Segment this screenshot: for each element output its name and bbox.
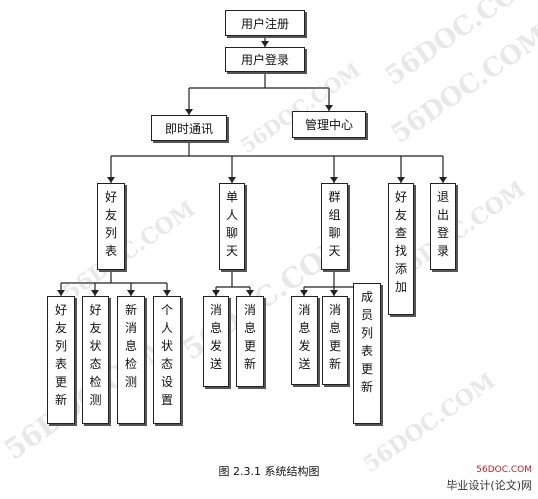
node-friend-search: 好友查找添加 — [388, 183, 414, 315]
node-member-list-update: 成员列表更新 — [353, 283, 381, 424]
node-single-message-update-label: 消息更新 — [243, 303, 256, 371]
node-register: 用户注册 — [225, 10, 305, 36]
node-new-message-check: 新消息检测 — [117, 296, 145, 424]
node-group-message-send: 消息发送 — [291, 296, 318, 385]
node-single-message-send-label: 消息发送 — [209, 303, 222, 371]
node-logout: 退出登录 — [430, 183, 456, 270]
node-friend-search-label: 好友查找添加 — [394, 190, 407, 294]
node-group-chat: 群组聊天 — [321, 183, 348, 270]
node-single-chat-label: 单人聊天 — [225, 190, 238, 258]
figure-caption: 图 2.3.1 系统结构图 — [218, 465, 320, 478]
node-friend-status-check-label: 好友状态检测 — [89, 303, 102, 407]
node-single-message-update: 消息更新 — [236, 296, 264, 387]
node-group-message-send-label: 消息发送 — [298, 303, 311, 371]
node-personal-status-setting-label: 个人状态设置 — [160, 303, 173, 407]
site-logo: 56DOC.COM 毕业设计(论文)网 — [446, 465, 532, 493]
node-login: 用户登录 — [225, 47, 305, 72]
node-single-message-send: 消息发送 — [203, 296, 229, 387]
node-friend-list-update-label: 好友列表更新 — [54, 303, 67, 407]
node-single-chat: 单人聊天 — [219, 183, 245, 270]
node-group-chat-label: 群组聊天 — [328, 190, 341, 258]
node-friend-list: 好友列表 — [97, 183, 125, 270]
node-logout-label: 退出登录 — [436, 190, 449, 258]
node-new-message-check-label: 新消息检测 — [124, 303, 137, 389]
node-member-list-update-label: 成员列表更新 — [360, 290, 373, 394]
node-instant-messaging: 即时通讯 — [151, 115, 227, 141]
node-group-message-update-label: 消息更新 — [328, 303, 341, 371]
node-admin-center: 管理中心 — [292, 111, 366, 138]
site-logo-text: 毕业设计(论文)网 — [446, 479, 532, 492]
site-logo-domain: 56DOC.COM — [476, 465, 532, 475]
node-personal-status-setting: 个人状态设置 — [153, 296, 181, 424]
node-friend-list-update: 好友列表更新 — [47, 296, 75, 424]
node-group-message-update: 消息更新 — [322, 296, 348, 385]
node-friend-list-label: 好友列表 — [104, 190, 117, 258]
node-friend-status-check: 好友状态检测 — [82, 296, 109, 424]
